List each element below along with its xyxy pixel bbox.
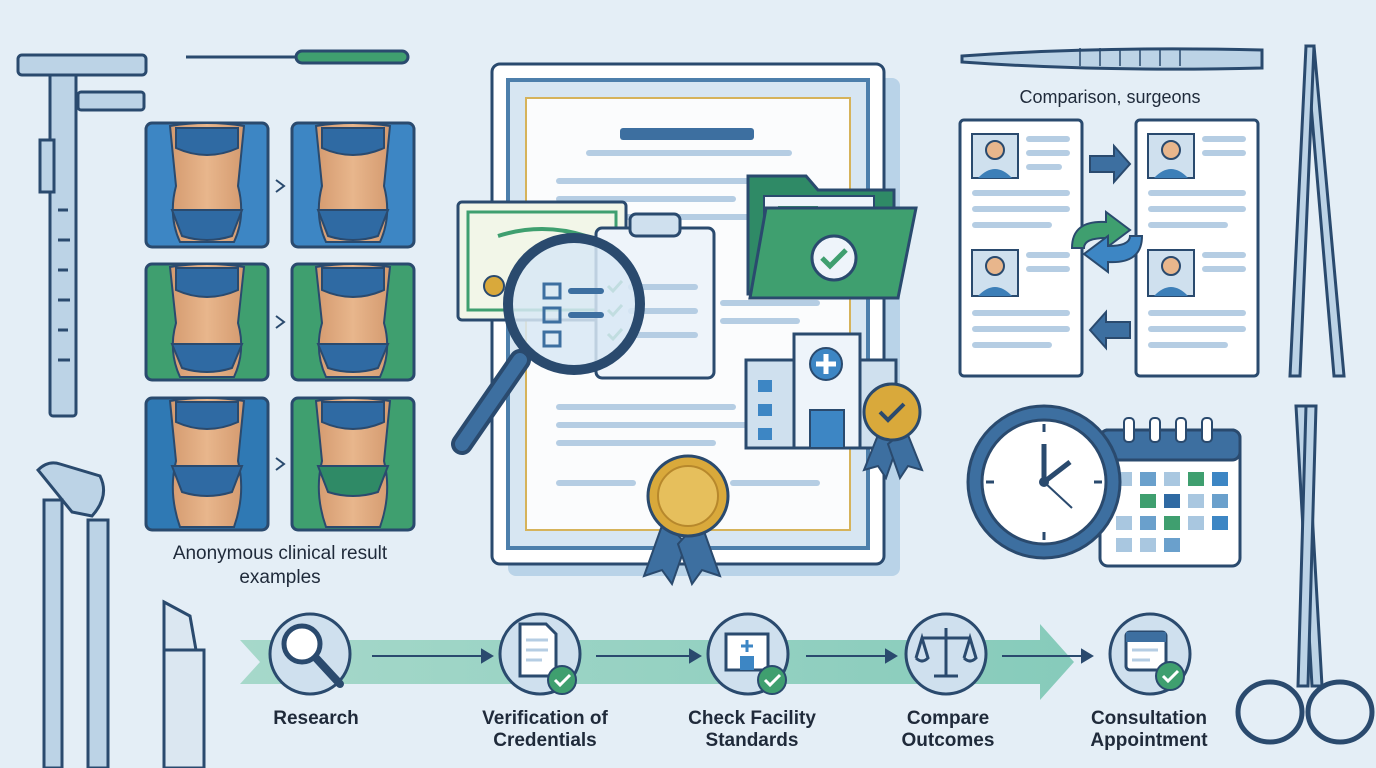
caliper-icon	[16, 53, 148, 418]
forceps-icon	[960, 47, 1264, 71]
document-check-icon	[518, 622, 577, 695]
hospital-check-icon	[724, 632, 787, 695]
scalpel-bottom-icon	[162, 599, 206, 768]
folder-check-icon	[746, 174, 918, 300]
clock-icon	[966, 404, 1122, 560]
swap-arrows-icon	[1070, 210, 1132, 250]
arrow-left-icon	[1088, 309, 1131, 351]
step-label-facility: Check Facility Standards	[688, 708, 816, 751]
retractor-icon	[35, 461, 110, 768]
balance-scale-icon	[914, 628, 978, 678]
step-label-verification: Verification of Credentials	[482, 708, 608, 751]
comparison-caption: Comparison, surgeons	[1019, 87, 1201, 107]
arrow-right-icon	[1089, 143, 1132, 185]
surgeon-comparison	[958, 118, 1260, 378]
step-label-research: Research	[273, 708, 359, 729]
calendar-icon	[1098, 417, 1242, 568]
gallery-caption: Anonymous clinical result examples	[172, 543, 388, 588]
calendar-check-icon	[1124, 630, 1185, 691]
scissors-icon	[1235, 404, 1375, 745]
process-flow	[240, 612, 1192, 700]
magnifier-icon	[281, 623, 344, 688]
award-badge-icon	[862, 382, 924, 481]
magnifying-glass-icon	[451, 233, 645, 455]
result-gallery	[144, 121, 416, 532]
step-label-consultation: Consultation Appointment	[1090, 708, 1208, 751]
tweezers-icon	[1288, 44, 1346, 378]
scalpel-top-icon	[186, 49, 410, 65]
step-label-compare: Compare Outcomes	[901, 708, 995, 751]
